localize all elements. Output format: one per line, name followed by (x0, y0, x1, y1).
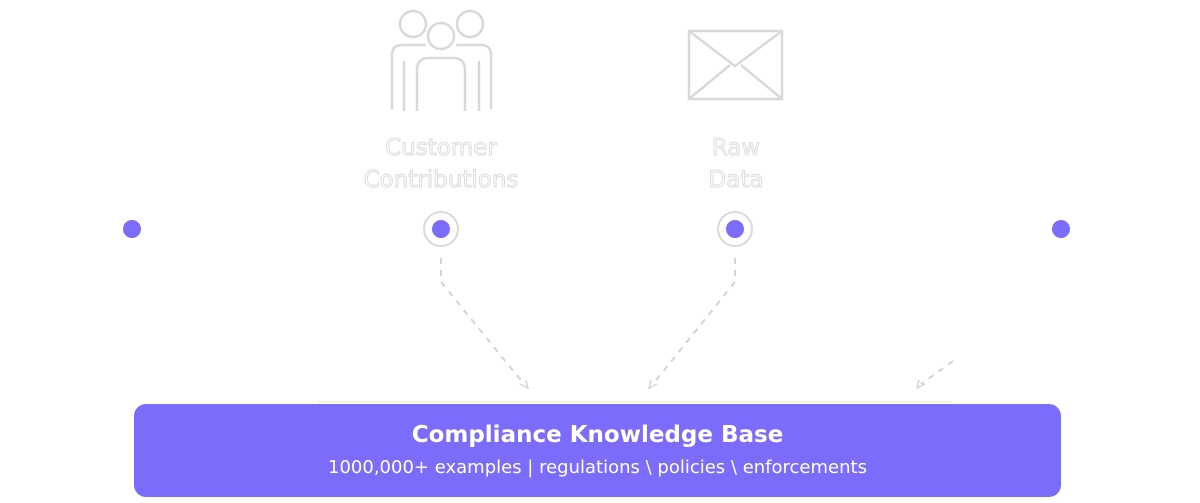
knowledge-base-subtitle: 1000,000+ examples | regulations \ polic… (328, 457, 867, 478)
connector-customer-contributions (440, 258, 525, 385)
left-endpoint-dot (123, 220, 141, 238)
customers-group-icon (390, 9, 493, 112)
connector-raw-data (652, 258, 736, 385)
source-label-raw-data: Raw Data (708, 135, 764, 194)
knowledge-base-box: Compliance Knowledge Base 1000,000+ exam… (134, 404, 1061, 497)
knowledge-base-title: Compliance Knowledge Base (411, 422, 784, 448)
source-label-customer-contributions: Customer Contributions (363, 135, 519, 194)
connector-right-partial (920, 360, 954, 385)
arrowhead-customer-contributions (519, 379, 530, 390)
arrowhead-raw-data (647, 379, 658, 390)
customer-contributions-node (423, 211, 459, 247)
envelope-icon (687, 29, 784, 101)
raw-data-node (717, 211, 753, 247)
arrowhead-right (915, 379, 926, 390)
right-endpoint-dot (1052, 220, 1070, 238)
